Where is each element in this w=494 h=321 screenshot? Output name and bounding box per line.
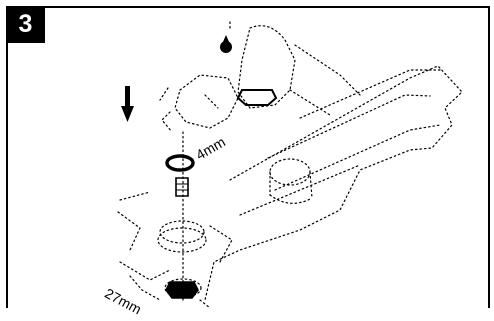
step-frame [6,6,490,308]
faucet-body-inner-edge [267,94,431,159]
faucet-body-lower-edge [274,124,441,191]
faucet-body-outline [204,65,463,301]
mounting-bracket [117,191,233,281]
nut-lower-b [164,278,202,298]
rear-connector [269,158,311,186]
top-handle-outline [229,21,296,109]
down-arrow-icon [121,86,134,122]
bottom-nut [165,281,199,299]
o-ring [165,154,195,172]
drop-icon [220,35,232,53]
faucet-body-upper-edge [299,69,441,119]
nut-lower-a [159,220,205,244]
angled-fitting [174,74,239,129]
handle-hex-nut [236,89,278,106]
faucet-body-ridge [239,164,361,216]
step-number-badge: 3 [6,6,45,43]
threaded-stem [175,177,189,197]
